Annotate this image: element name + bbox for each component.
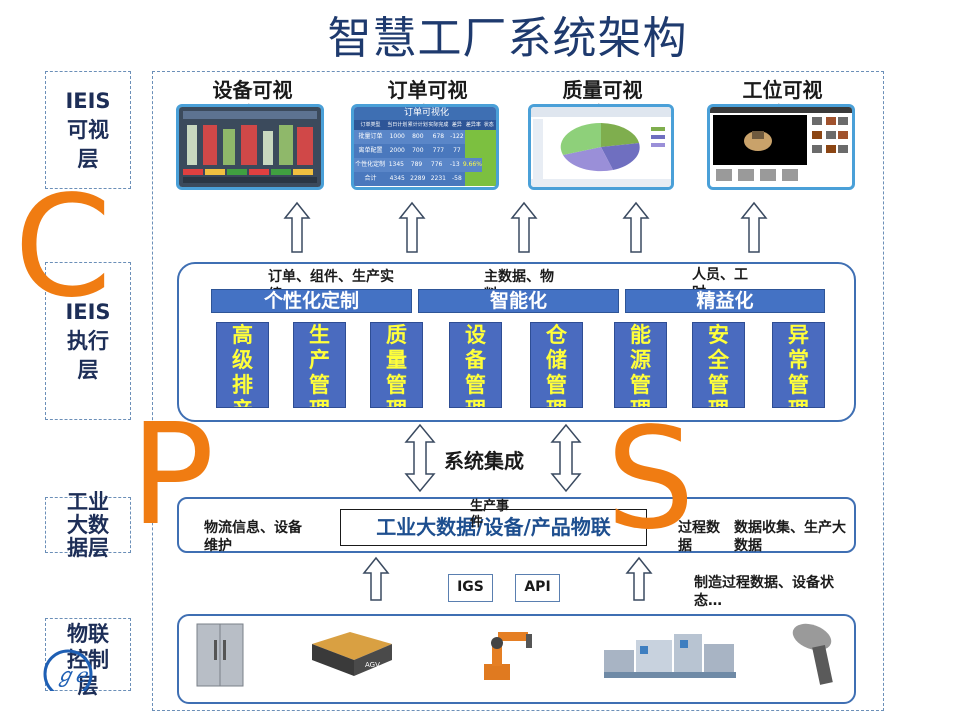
bar-customization: 个性化定制 [211,289,412,313]
production-line-icon [604,634,736,678]
order-thumb-rows: 批量订单 1000 800 678 -122 离单配置 2000 700 777… [354,130,496,186]
integration-label: 系统集成 [444,449,524,473]
order-cell: 2289 [410,175,426,182]
module-equipment: 设 备 管 理 [449,322,502,408]
layer-bigdata-label: 工业 大数 据层 [67,489,109,560]
order-cell: 9.66% [462,161,482,168]
agv-icon: AGV [312,632,392,676]
order-row-2: 个性化定制 1345 789 776 -13 9.66% [354,158,496,172]
letter-p: P [130,394,215,557]
order-cell: 个性化定制 [355,161,386,168]
order-cell: 777 [432,147,445,154]
double-arrow-icon [550,423,582,493]
note-manufacturing-data: 制造过程数据、设备状 态… [694,575,834,609]
order-row-0: 批量订单 1000 800 678 -122 [354,130,496,144]
refrigerator-icon [196,623,244,687]
note-process-data: 过程数 据 [678,520,720,554]
order-cell: 合计 [364,175,377,182]
module-exception: 异 常 管 理 [772,322,825,408]
arrow-layer [283,201,768,601]
order-cell: 77 [453,147,461,154]
module-quality: 质 量 管 理 [370,322,423,408]
workstation-graphic [710,107,852,181]
igs-tag: IGS [448,574,493,602]
order-col-6: 状态 [483,122,494,128]
order-cell: 批量订单 [358,133,383,140]
layer-execution: IEIS 执行 层 [45,262,131,420]
order-col-5: 差异率 [465,122,481,128]
order-cell: 离单配置 [358,147,383,154]
order-col-4: 差异 [451,122,462,128]
layer-visual-label: IEIS 可视 层 [65,88,111,171]
note-production-event: 生产事 件 [470,499,510,530]
api-tag: API [515,574,560,602]
barcode-scanner-icon [792,623,833,685]
letter-s: S [606,398,695,561]
up-arrow-icon [622,201,650,253]
up-arrow-icon [625,556,653,601]
quality-pie-graphic [531,107,671,187]
note-data-collection: 数据收集、生产大 数据 [734,520,846,554]
up-arrow-icon [510,201,538,253]
bigdata-center-box [340,509,647,546]
order-cell: 2000 [389,147,405,154]
equipment-dashboard-graphic [179,107,321,187]
page-title: 智慧工厂系统架构 [327,13,688,64]
layer-execution-label: IEIS 执行 层 [65,299,111,382]
equipment-dashboard-thumbnail [176,104,324,190]
order-thumb-columns: 订单类型 当日计划 累计计划 实际完成 差异 差异率 状态 [354,120,496,130]
order-col-2: 累计计划 [407,122,428,128]
workstation-dashboard-thumbnail [707,104,855,190]
ge-logo-icon: ℊℯ [43,649,93,691]
order-dashboard-thumbnail: 订单可视化 订单类型 当日计划 累计计划 实际完成 差异 差异率 状态 批量订单… [351,104,499,190]
order-cell: 800 [412,133,424,140]
quality-dashboard-thumbnail [528,104,674,190]
order-cell: -13 [449,161,460,168]
order-col-1: 当日计划 [387,122,408,128]
iot-panel [177,614,856,704]
note-logistics: 物流信息、设备 维护 [204,520,302,554]
svg-text:ℊℯ: ℊℯ [55,663,89,687]
bar-intelligent: 智能化 [418,289,619,313]
module-production: 生 产 管 理 [293,322,346,408]
order-cell: -58 [451,175,462,182]
layer-visual: IEIS 可视 层 [45,71,131,189]
order-cell: 4345 [389,175,405,182]
module-energy: 能 源 管 理 [614,322,667,408]
order-col-0: 订单类型 [360,122,381,128]
module-warehouse: 仓 储 管 理 [530,322,583,408]
order-cell: 678 [432,133,445,140]
order-cell: 789 [410,161,423,168]
up-arrow-icon [740,201,768,253]
bar-lean: 精益化 [625,289,825,313]
letter-c: C [14,166,112,329]
layer-bigdata: 工业 大数 据层 [45,490,131,559]
order-cell: 700 [412,147,424,154]
up-arrow-icon [362,556,390,601]
order-cell: 776 [430,161,443,168]
double-arrow-icon [404,423,436,493]
order-row-1: 离单配置 2000 700 777 77 [354,144,496,158]
up-arrow-icon [283,201,311,253]
module-safety: 安 全 管 理 [692,322,745,408]
svg-text:AGV: AGV [365,661,380,669]
devices-layer: AGV [196,623,833,687]
bigdata-center-label: 工业大数据/设备/产品物联 [376,515,611,539]
order-cell: 2231 [430,175,446,182]
order-col-3: 实际完成 [428,122,449,128]
order-cell: 1345 [388,161,404,168]
module-advanced-scheduling: 高 级 排 产 [216,322,269,408]
up-arrow-icon [398,201,426,253]
order-row-3: 合计 4345 2289 2231 -58 [354,172,496,186]
order-cell: 1000 [389,133,405,140]
order-cell: -122 [450,133,464,140]
order-thumb-header: 订单可视化 [354,107,496,120]
robot-arm-icon [484,632,532,680]
